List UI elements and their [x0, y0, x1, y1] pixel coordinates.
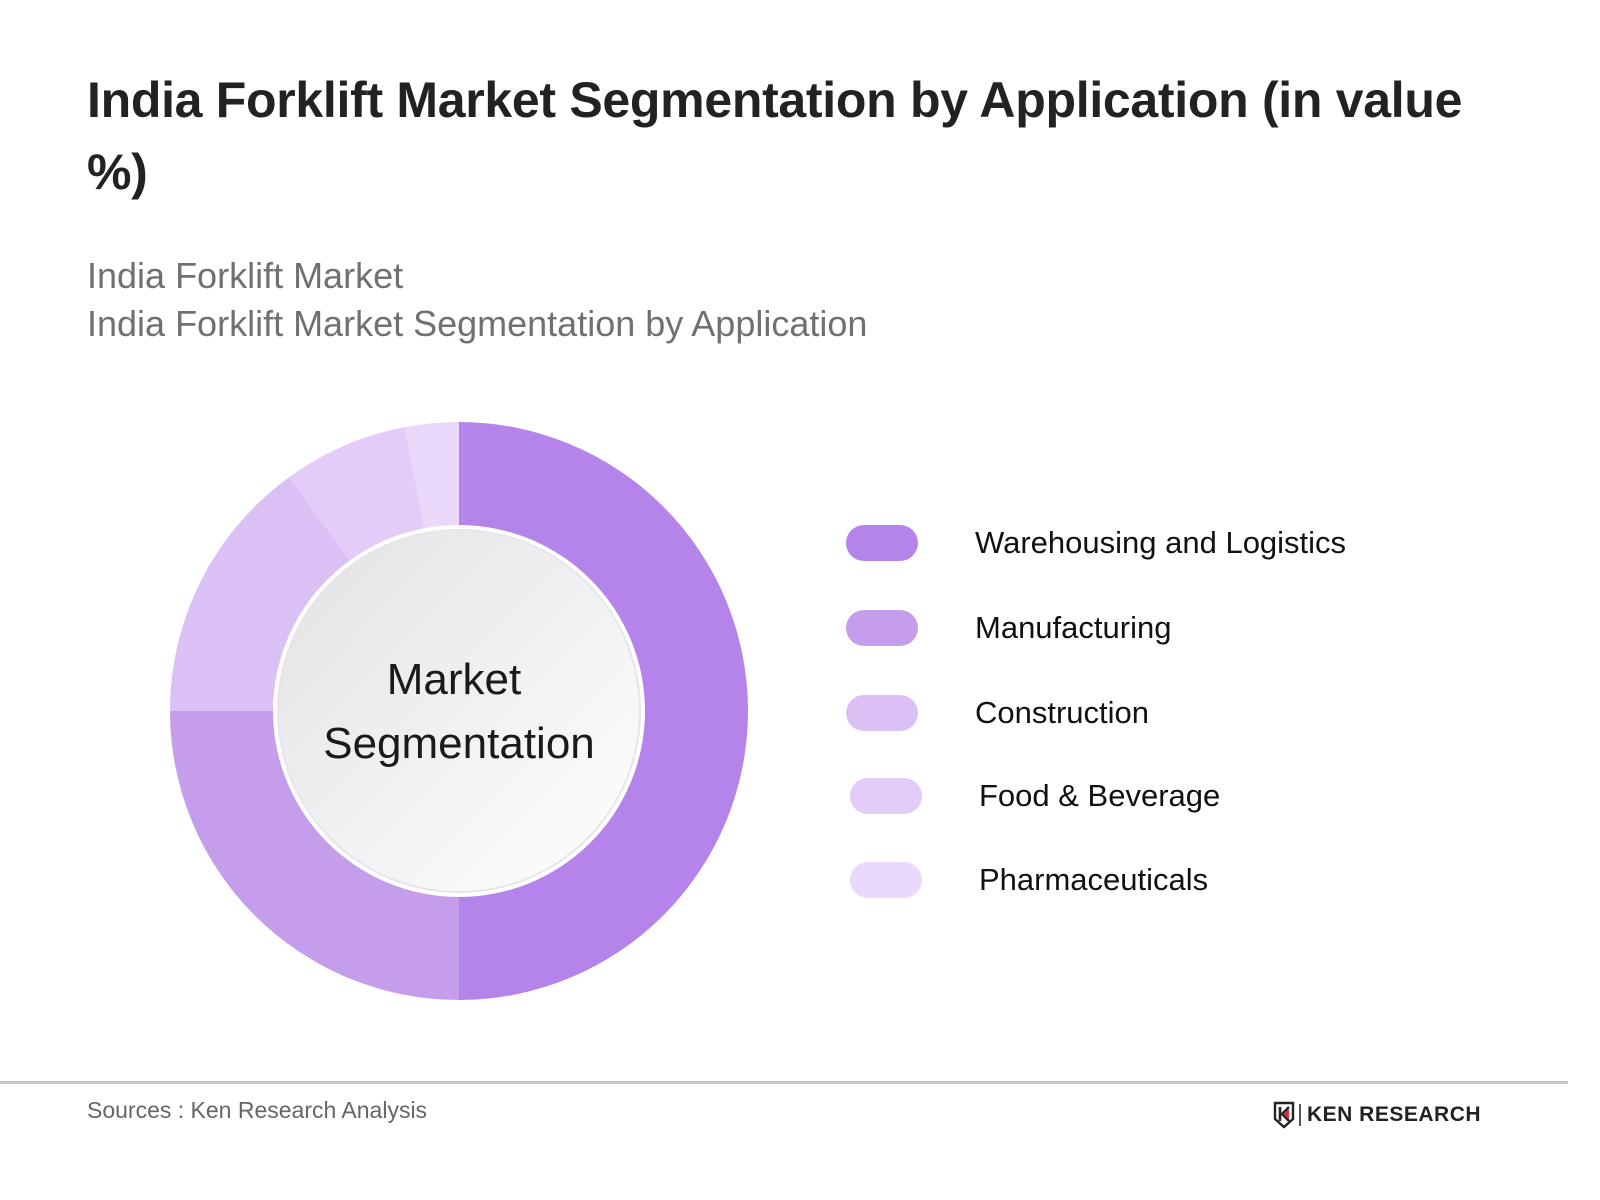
legend-swatch — [850, 862, 922, 898]
legend-label: Food & Beverage — [979, 778, 1221, 813]
center-disc — [277, 529, 641, 893]
donut-slice-manufacturing — [170, 711, 459, 1000]
legend-item-pharmaceuticals: Pharmaceuticals — [850, 862, 1208, 898]
legend-swatch — [846, 610, 918, 646]
donut-slice-pharmaceuticals — [404, 422, 459, 535]
center-label-line-2: Segmentation — [323, 719, 595, 768]
donut-slice-warehousing-and-logistics — [459, 422, 748, 1000]
legend-item-food-beverage: Food & Beverage — [850, 778, 1220, 814]
logo-text: KEN RESEARCH — [1307, 1103, 1482, 1126]
subtitle-line-2: India Forklift Market Segmentation by Ap… — [87, 303, 868, 344]
legend-label: Construction — [975, 695, 1150, 730]
legend-swatch — [846, 525, 918, 561]
ken-research-logo: KEN RESEARCH — [1273, 1100, 1481, 1130]
legend-swatch — [850, 778, 922, 814]
subtitle-line-1: India Forklift Market — [87, 255, 404, 296]
chart-title: India Forklift Market Segmentation by Ap… — [87, 72, 1463, 200]
subtitle: India Forklift Market India Forklift Mar… — [87, 252, 867, 348]
legend-item-construction: Construction — [846, 695, 1149, 731]
logo-separator — [1299, 1104, 1301, 1126]
center-label-line-1: Market — [387, 655, 521, 704]
donut-slices — [170, 422, 748, 1000]
legend-label: Manufacturing — [975, 610, 1172, 645]
legend-label: Warehousing and Logistics — [975, 525, 1347, 560]
legend-swatch — [846, 695, 918, 731]
donut-slice-food-beverage — [289, 427, 426, 566]
legend-label: Pharmaceuticals — [979, 862, 1209, 897]
donut-chart: Market Segmentation — [160, 412, 760, 1012]
legend-item-manufacturing: Manufacturing — [846, 610, 1171, 646]
shield-k-icon — [1273, 1101, 1295, 1129]
source-note: Sources : Ken Research Analysis — [87, 1097, 428, 1123]
legend-item-warehousing: Warehousing and Logistics — [846, 525, 1346, 561]
donut-slice-construction — [170, 477, 354, 711]
donut-chart-svg: Market Segmentation — [170, 422, 748, 1000]
footer-divider — [0, 1081, 1568, 1084]
